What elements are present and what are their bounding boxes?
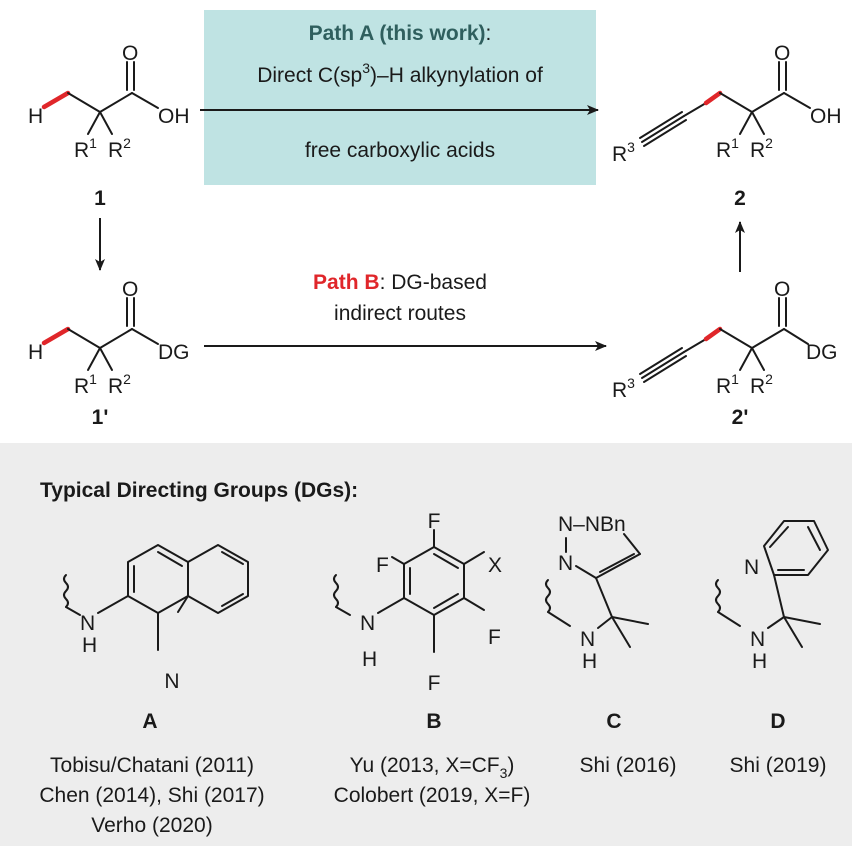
compound-2prime-structure: R3 O DG R1 R2: [612, 278, 838, 402]
dg-b-letter: B: [426, 710, 441, 733]
dg-d-letter: D: [770, 710, 785, 733]
dg-c-structure: N–NBn N N H: [545, 513, 649, 673]
dg-a-ref-1: Tobisu/Chatani (2011): [50, 754, 254, 777]
svg-text:R2: R2: [750, 135, 773, 162]
compound-2-structure: R3 O OH R1 R2: [612, 42, 842, 166]
svg-text:R1: R1: [74, 371, 97, 398]
svg-text:N: N: [744, 556, 759, 579]
svg-text:N–NBn: N–NBn: [558, 513, 626, 536]
dg-panel-heading: Typical Directing Groups (DGs):: [40, 479, 358, 502]
dg-d-ref-1: Shi (2019): [730, 754, 827, 777]
path-a-line1: Direct C(sp3)–H alkynylation of: [257, 60, 543, 87]
svg-text:N: N: [750, 628, 765, 651]
dg-d-structure: N N H: [715, 520, 829, 673]
svg-text:R2: R2: [750, 371, 773, 398]
svg-text:R1: R1: [716, 371, 739, 398]
svg-text:DG: DG: [806, 341, 838, 364]
svg-text:OH: OH: [158, 105, 190, 128]
svg-text:F: F: [428, 672, 441, 695]
svg-text:R2: R2: [108, 371, 131, 398]
svg-text:O: O: [122, 278, 138, 301]
svg-text:H: H: [28, 341, 43, 364]
dg-a-letter: A: [142, 710, 157, 733]
svg-text:F: F: [488, 626, 501, 649]
compound-1prime-structure: H O DG R1 R2: [28, 278, 190, 398]
dg-b-ref-1: Yu (2013, X=CF3): [350, 754, 515, 781]
compound-1-label: 1: [94, 187, 106, 210]
compound-2prime-label: 2': [732, 406, 749, 429]
dg-c-ref-1: Shi (2016): [580, 754, 677, 777]
svg-text:F: F: [376, 554, 389, 577]
svg-text:R3: R3: [612, 375, 635, 402]
svg-text:H: H: [28, 105, 43, 128]
compound-2-label: 2: [734, 187, 746, 210]
svg-text:R1: R1: [716, 135, 739, 162]
svg-text:DG: DG: [158, 341, 190, 364]
compound-1prime-label: 1': [92, 406, 109, 429]
svg-text:H: H: [82, 634, 97, 657]
svg-text:H: H: [362, 648, 377, 671]
svg-text:N: N: [360, 612, 375, 635]
svg-text:R2: R2: [108, 135, 131, 162]
svg-text:O: O: [122, 42, 138, 65]
svg-text:H: H: [582, 650, 597, 673]
svg-text:OH: OH: [810, 105, 842, 128]
dg-a-structure: N H N: [63, 544, 249, 693]
svg-text:N: N: [80, 612, 95, 635]
svg-text:F: F: [428, 510, 441, 533]
path-a-title: Path A (this work):: [309, 22, 492, 45]
dg-b-ref-2: Colobert (2019, X=F): [334, 784, 531, 807]
svg-text:N: N: [164, 670, 179, 693]
svg-text:X: X: [488, 554, 502, 577]
svg-text:O: O: [774, 42, 790, 65]
dg-panel: [0, 443, 852, 846]
svg-text:R3: R3: [612, 139, 635, 166]
path-a-line2: free carboxylic acids: [305, 139, 495, 162]
svg-text:H: H: [752, 650, 767, 673]
dg-a-ref-2: Chen (2014), Shi (2017): [39, 784, 264, 807]
path-a-box: [204, 10, 596, 185]
dg-c-letter: C: [606, 710, 621, 733]
path-b-line2: indirect routes: [334, 302, 466, 325]
compound-1-structure: H O OH R1 R2: [28, 42, 190, 162]
path-b-title: Path B: DG-based: [313, 271, 487, 294]
svg-text:N: N: [580, 628, 595, 651]
dg-b-structure: N H F F X F F: [333, 510, 502, 695]
dg-a-ref-3: Verho (2020): [91, 814, 212, 837]
svg-text:O: O: [774, 278, 790, 301]
svg-text:N: N: [558, 552, 573, 575]
svg-text:R1: R1: [74, 135, 97, 162]
